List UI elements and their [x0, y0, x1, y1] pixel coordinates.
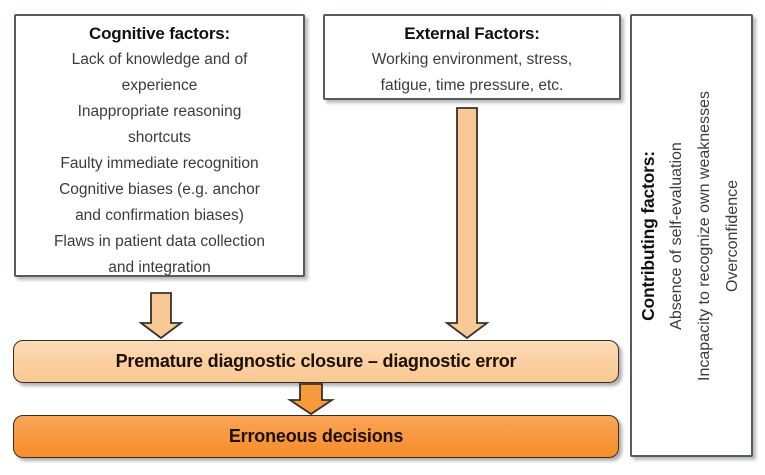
- cognitive-factors-title: Cognitive factors:: [89, 24, 230, 43]
- premature-closure-label: Premature diagnostic closure – diagnosti…: [115, 351, 517, 371]
- erroneous-decisions-label: Erroneous decisions: [228, 426, 404, 446]
- contributing-factor-line: Incapacity to recognize own weaknesses: [695, 90, 713, 381]
- cognitive-factor-line: Flaws in patient data collection: [53, 233, 266, 250]
- external-factors-box: External Factors: Working environment, s…: [323, 14, 621, 100]
- down-arrow-external-to-closure-icon: [444, 107, 490, 340]
- cognitive-factors-box: Cognitive factors: Lack of knowledge and…: [14, 14, 305, 277]
- cognitive-factor-line: Cognitive biases (e.g. anchor: [59, 181, 260, 198]
- contributing-factors-rotated-text: Contributing factors: Absence of self-ev…: [633, 16, 751, 456]
- contributing-factor-line: Overconfidence: [723, 179, 741, 292]
- external-factors-title: External Factors:: [404, 24, 540, 43]
- cognitive-factor-line: Inappropriate reasoning: [77, 103, 242, 120]
- down-arrow-cognitive-to-closure-icon: [138, 292, 184, 340]
- cognitive-factor-line: and integration: [108, 259, 211, 276]
- contributing-factor-line: Absence of self-evaluation: [667, 141, 685, 330]
- contributing-factors-title: Contributing factors:: [637, 150, 658, 321]
- cognitive-factor-line: and confirmation biases): [75, 207, 244, 224]
- external-factor-line: fatigue, time pressure, etc.: [380, 77, 564, 94]
- cognitive-factor-line: shortcuts: [128, 129, 191, 146]
- cognitive-factor-line: experience: [121, 77, 198, 94]
- down-arrow-closure-to-decisions-icon: [287, 383, 335, 416]
- external-factor-line: Working environment, stress,: [371, 51, 573, 68]
- contributing-factors-box: Contributing factors: Absence of self-ev…: [630, 14, 753, 457]
- premature-closure-bar: Premature diagnostic closure – diagnosti…: [13, 340, 619, 383]
- cognitive-factor-line: Faulty immediate recognition: [60, 155, 259, 172]
- erroneous-decisions-bar: Erroneous decisions: [13, 415, 619, 458]
- cognitive-factor-line: Lack of knowledge and of: [71, 51, 248, 68]
